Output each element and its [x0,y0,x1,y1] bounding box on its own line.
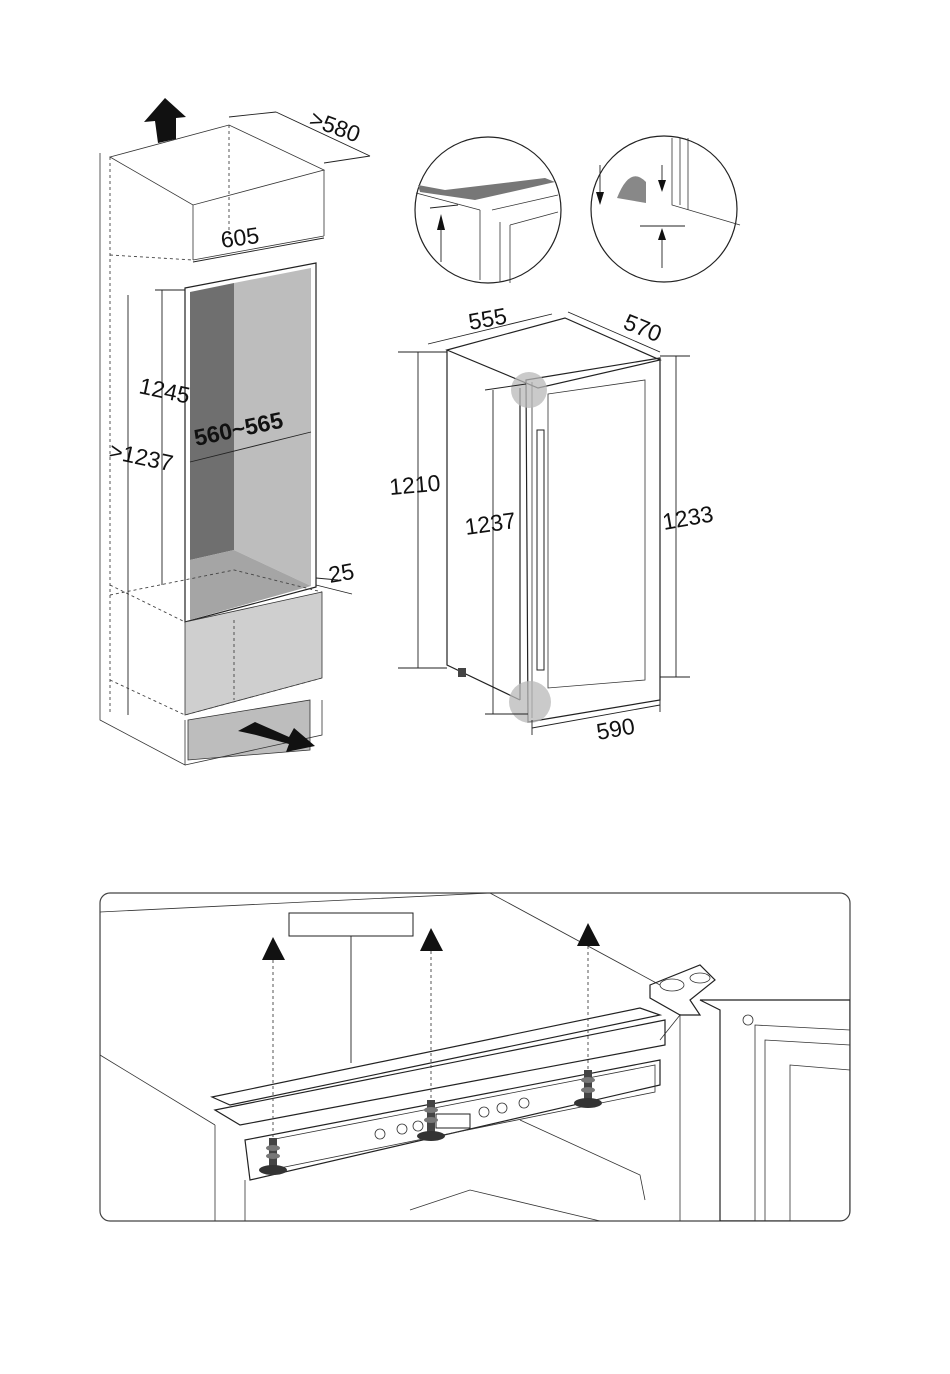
dim-plinth: 25 [326,558,356,588]
dim-door-height: 1237 [463,507,517,540]
dim-width-top: 605 [219,222,261,253]
detail-circle-side [591,136,740,282]
highlight-circle-top [511,372,547,408]
dim-width-with-door: 590 [594,713,636,745]
dim-width: 555 [466,303,508,335]
highlight-circle-bottom [509,681,551,723]
dim-depth: 570 [620,309,665,347]
dim-depth-min: >580 [306,105,364,147]
appliance-diagram: 555 570 1210 1237 1233 590 [388,303,715,745]
dim-total-height: 1233 [660,500,715,534]
up-arrow-icon [144,98,186,143]
dim-total-height: >1237 [107,437,176,476]
cabinet-niche-diagram: >580 605 1245 >1237 560~565 25 [100,98,370,765]
detail-circle-top [415,137,561,283]
dim-niche-height: 1245 [137,372,192,408]
dim-body-height: 1210 [388,470,441,500]
label-box [289,913,413,936]
screw-installation-panel [100,893,850,1221]
